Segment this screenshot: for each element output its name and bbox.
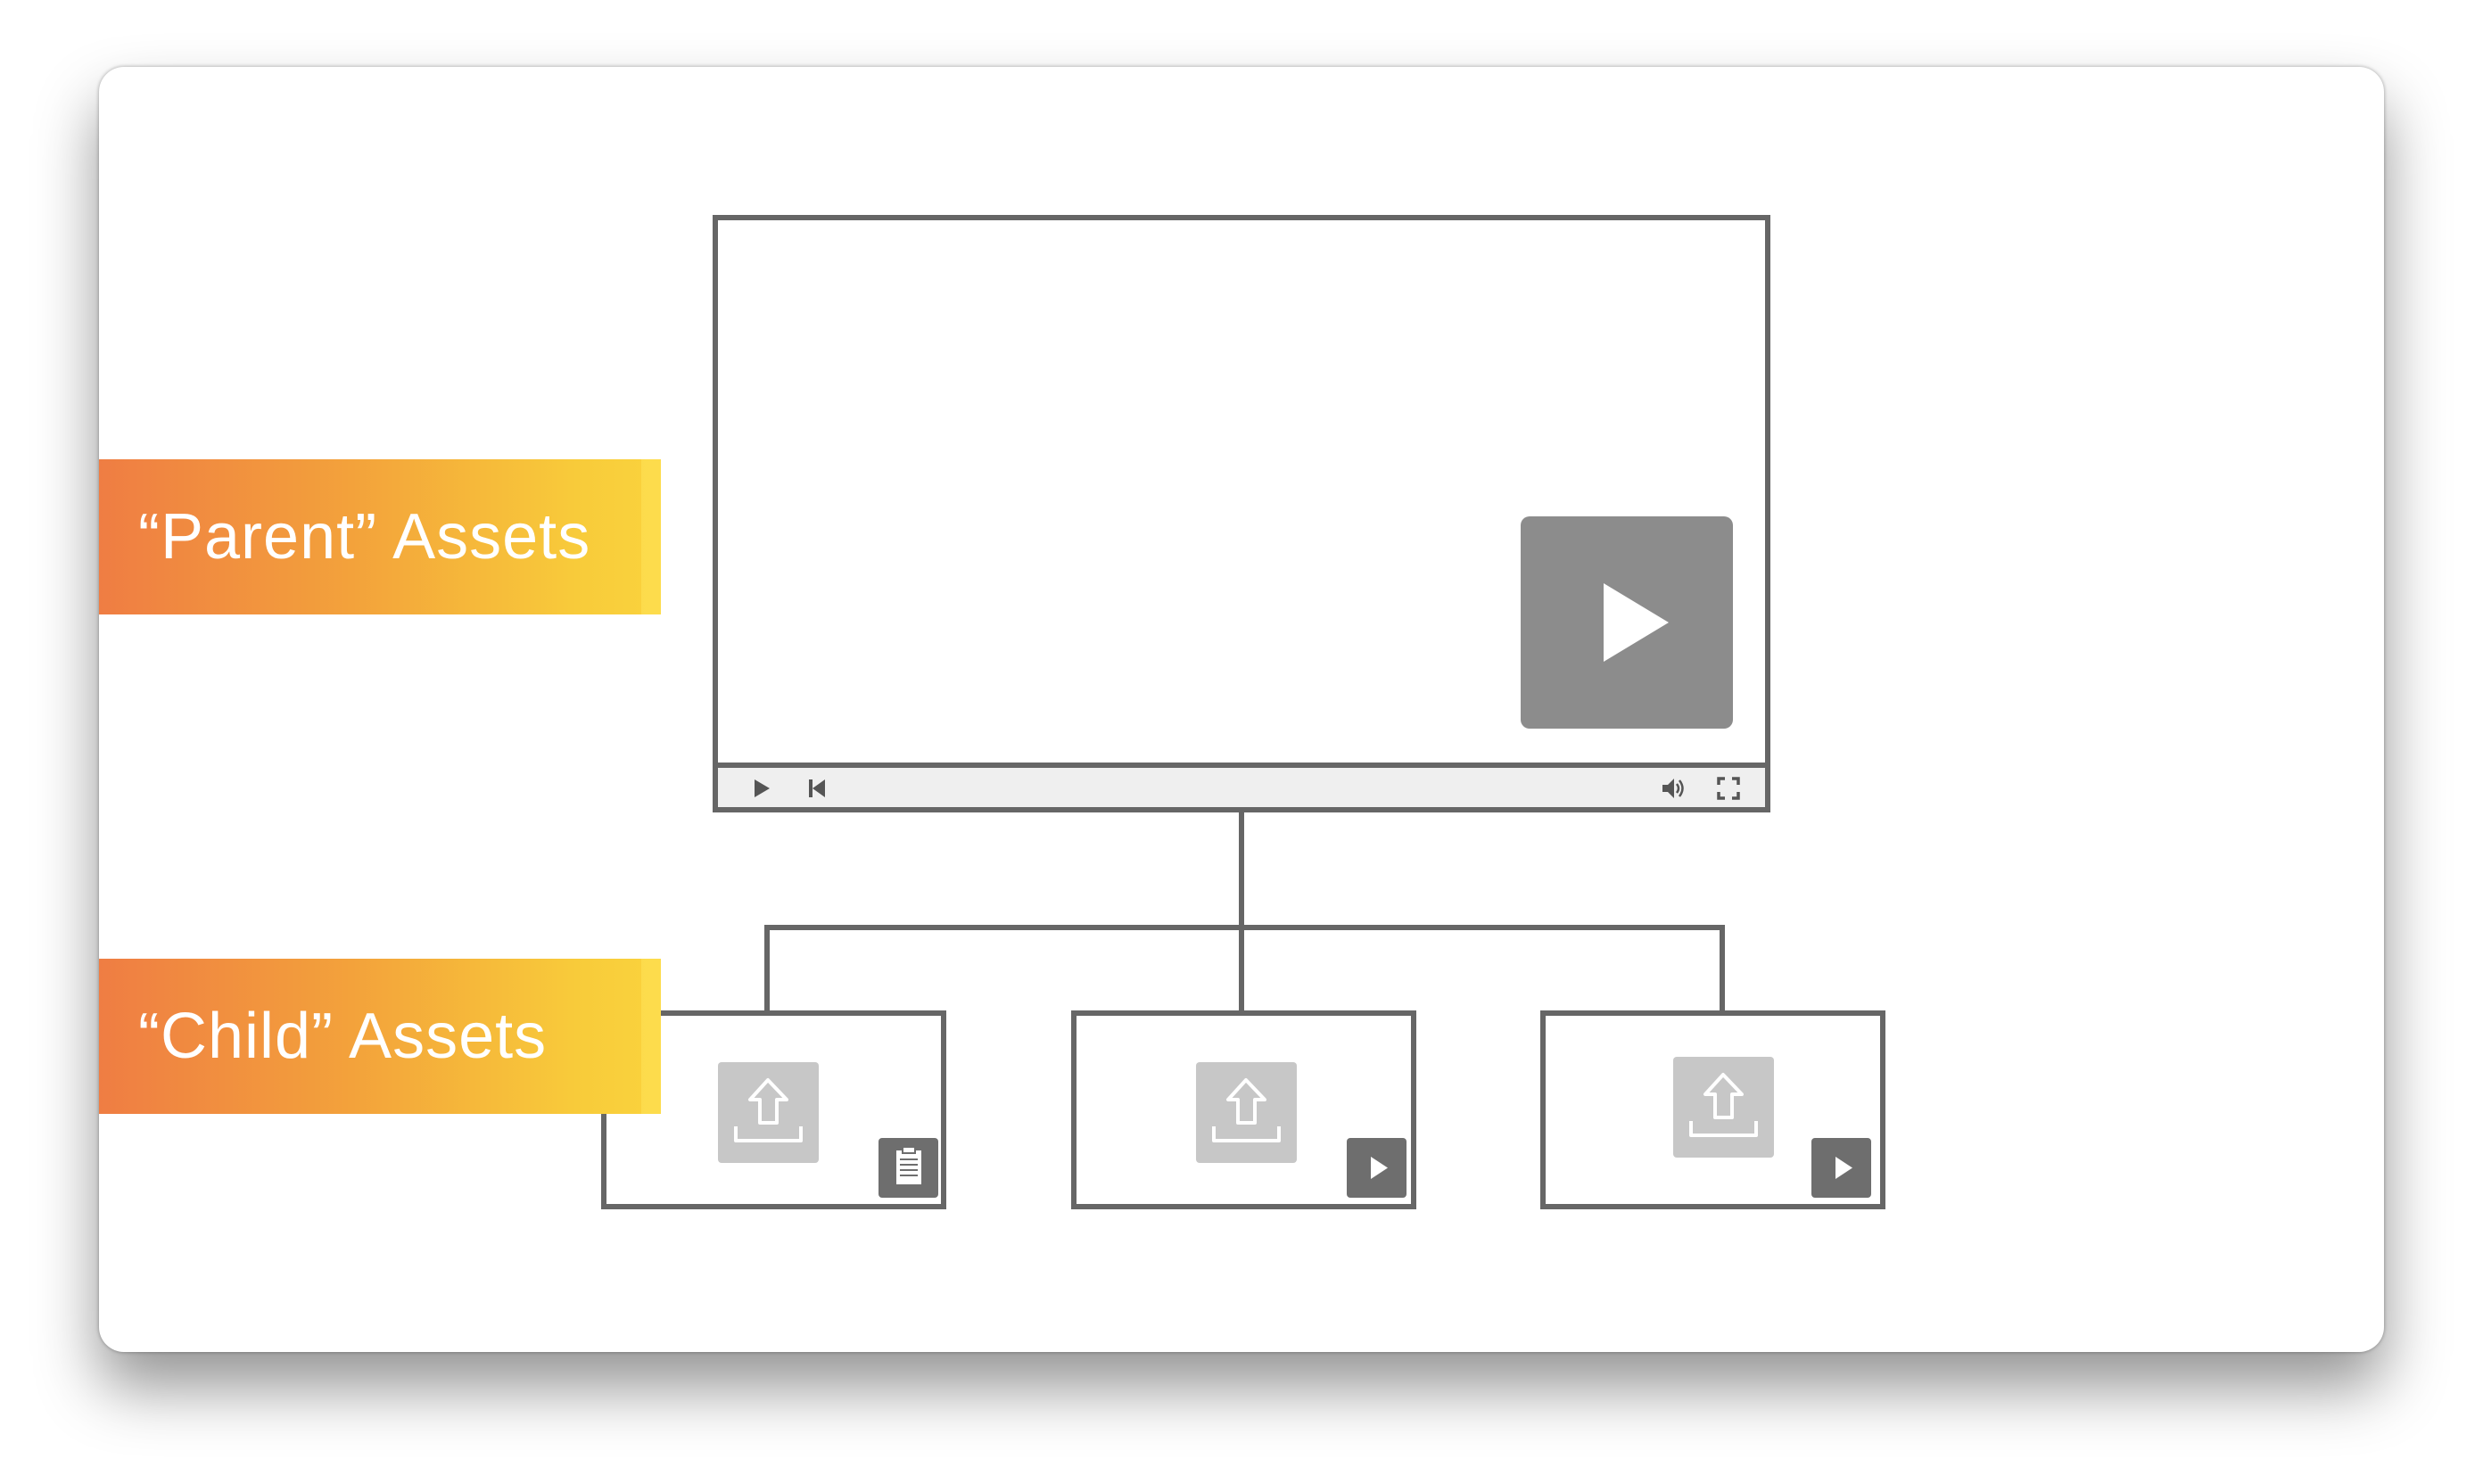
- fullscreen-icon[interactable]: [1715, 775, 1742, 802]
- play-icon[interactable]: [748, 775, 775, 802]
- upload-icon: [1689, 1073, 1758, 1137]
- volume-icon[interactable]: [1660, 775, 1687, 802]
- child-asset-3: [1540, 1010, 1885, 1209]
- document-icon: [896, 1146, 921, 1184]
- banner-accent: [641, 959, 661, 1114]
- type-badge: [1811, 1138, 1871, 1198]
- parent-video-player: [713, 215, 1770, 812]
- type-badge: [1347, 1138, 1406, 1198]
- skip-back-icon[interactable]: [804, 775, 830, 802]
- child-assets-text: “Child” Assets: [138, 1001, 548, 1072]
- upload-icon: [734, 1078, 803, 1142]
- child-assets-label: “Child” Assets: [99, 959, 661, 1114]
- upload-tile[interactable]: [718, 1062, 819, 1163]
- upload-tile[interactable]: [1673, 1057, 1774, 1158]
- play-icon: [1371, 1157, 1388, 1179]
- parent-assets-label: “Parent” Assets: [99, 459, 661, 614]
- upload-tile[interactable]: [1196, 1062, 1297, 1163]
- parent-assets-text: “Parent” Assets: [138, 501, 591, 573]
- child-asset-2: [1071, 1010, 1416, 1209]
- play-icon: [1604, 583, 1669, 662]
- player-control-bar: [718, 763, 1765, 807]
- big-play-button[interactable]: [1521, 516, 1733, 729]
- child-asset-1: [601, 1010, 946, 1209]
- upload-icon: [1212, 1078, 1281, 1142]
- type-badge: [879, 1138, 938, 1198]
- banner-accent: [641, 459, 661, 614]
- play-icon: [1835, 1157, 1852, 1179]
